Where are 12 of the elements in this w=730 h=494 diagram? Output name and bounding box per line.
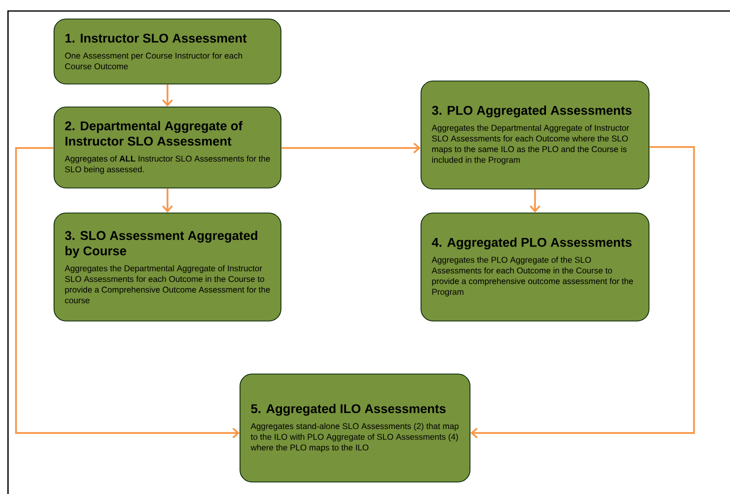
process-box: 2. Departmental Aggregate of Instructor SLO Assessment Aggregates of ALL Instructor SLO Assessments for the SLO being assessed.	[54, 106, 282, 188]
process-box: 1. Instructor SLO Assessment One Assessment per Course Instructor for each Course Outcome	[54, 18, 282, 84]
arrow	[162, 188, 173, 213]
arrow	[281, 142, 421, 154]
process-box: 5. Aggregated ILO Assessments Aggregates stand-alone SLO Assessments (2) that map to the ILO with PLO Aggregate of SLO Assessments (4) where the PLO maps to the ILO	[240, 374, 470, 482]
arrow	[470, 146, 695, 438]
process-box: 3. SLO Assessment Aggregated by Course Aggregates the Departmental Aggregate of Instructor SLO Assessments for each Outcome in the Course to provide a Comprehensive Outcome Assessment for the course	[54, 212, 282, 322]
process-box: 3. PLO Aggregated Assessments Aggregates the Departmental Aggregate of Instructor SLO Assessments for each Outcome where the SLO maps to the same ILO as the PLO and the Course is included in the Program	[420, 80, 650, 190]
arrow	[530, 189, 540, 213]
arrow	[15, 147, 240, 438]
process-box: 4. Aggregated PLO Assessments Aggregates the PLO Aggregate of the SLO Assessments for each Outcome in the Course to provide a comprehensive outcome assessment for the Program	[420, 212, 650, 322]
arrow	[162, 84, 173, 107]
